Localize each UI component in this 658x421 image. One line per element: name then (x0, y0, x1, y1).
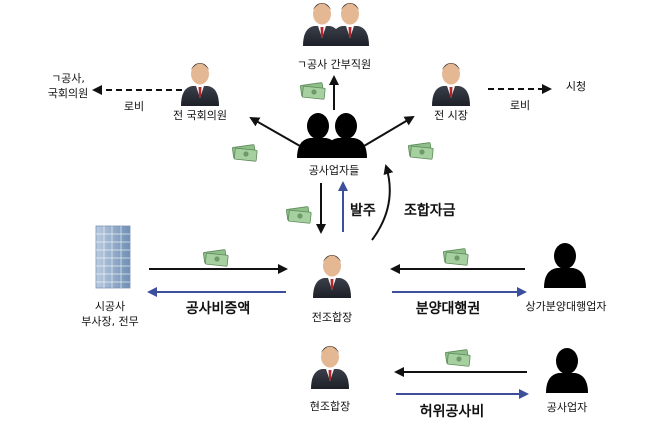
city-corp-label-2: 부사장, 전무 (81, 315, 139, 328)
ex-mayor-label: 전 시장 (434, 109, 468, 122)
lobby-left-label: 로비 (124, 100, 144, 113)
contractor-icon (546, 348, 588, 393)
ex-lawmaker-icon (181, 63, 219, 106)
city-corp-label-1: 시공사 (95, 300, 125, 313)
lawmaker-target-label-1: ㄱ공사, (51, 72, 85, 85)
union-funds-arrow (371, 164, 394, 241)
lobby-right-label: 로비 (510, 99, 530, 112)
contractor-label: 공사업자 (547, 401, 587, 414)
ex-chairman-label: 전조합장 (312, 311, 352, 324)
union-funds-label: 조합자금 (404, 202, 456, 219)
cash-icon (444, 349, 471, 367)
mayor-target-label: 시청 (566, 80, 586, 93)
contractors-icon (297, 113, 367, 158)
current-chairman-label: 현조합장 (310, 400, 350, 413)
current-chairman-icon (311, 346, 349, 389)
ex-lawmaker-label: 전 국회의원 (173, 109, 227, 122)
cash-icon (285, 206, 312, 224)
contractors-to-lawmaker-arrow (249, 117, 301, 147)
order-label: 발주 (350, 202, 376, 219)
ex-mayor-icon (432, 63, 470, 106)
building-icon (95, 225, 131, 289)
cash-icon (442, 248, 469, 266)
executives-icon (303, 3, 369, 46)
ex-chairman-icon (313, 255, 351, 298)
cash-icon (231, 144, 258, 162)
sales-agency-rights-label: 분양대행권 (416, 301, 480, 317)
cash-icon (202, 249, 229, 267)
commercial-agent-icon (544, 243, 586, 288)
commercial-agent-label: 상가분양대행업자 (526, 300, 607, 313)
contractors-to-mayor-arrow (363, 115, 415, 147)
executives-label: ㄱ공사 간부직원 (297, 58, 371, 71)
cash-icon (299, 82, 326, 100)
lawmaker-target-label-2: 국회의원 (48, 87, 88, 100)
cash-icon (407, 142, 434, 160)
fake-construction-cost-label: 허위공사비 (420, 403, 484, 420)
construction-cost-increase-label: 공사비증액 (186, 300, 250, 317)
contractors-label: 공사업자들 (309, 164, 360, 177)
